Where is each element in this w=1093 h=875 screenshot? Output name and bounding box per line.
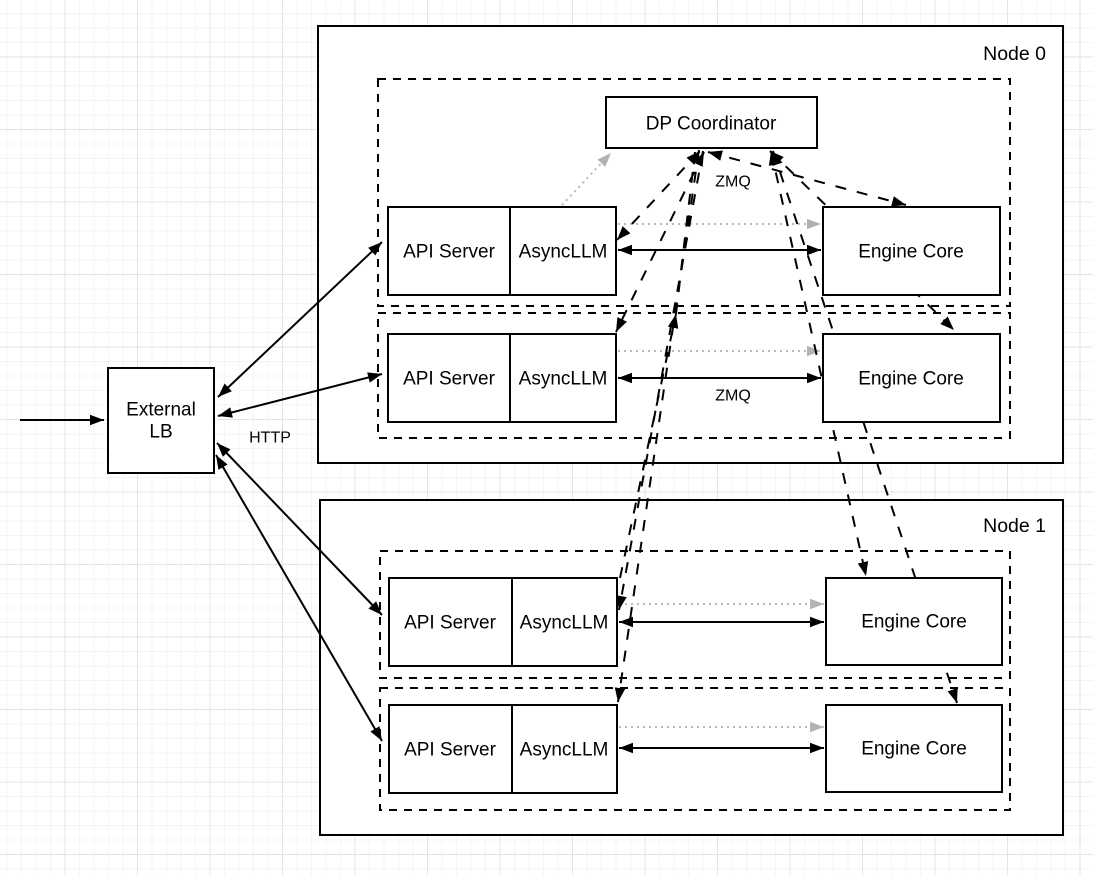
node1-rank0-group xyxy=(379,550,1011,679)
dp-coordinator-label-0: DP Coordinator xyxy=(646,114,777,135)
engine-core-node0-rank0-box xyxy=(822,206,1001,296)
node1-rank1-group xyxy=(379,687,1011,811)
api-async-node1-rank0-label-1: AsyncLLM xyxy=(520,613,609,634)
external-lb-label-1: LB xyxy=(149,422,172,443)
api-async-node0-rank0-label-1: AsyncLLM xyxy=(519,242,608,263)
api-async-node1-rank0-label-0: API Server xyxy=(404,613,497,634)
api-async-node0-rank0-label-0: API Server xyxy=(403,242,496,263)
http-label: HTTP xyxy=(249,430,291,447)
dp-async3-ctrl-edge xyxy=(614,149,700,703)
engine-core-node0-rank0-label-0: Engine Core xyxy=(858,242,964,263)
api-async-node1-rank1-label-1: AsyncLLM xyxy=(520,740,609,761)
zmq-label-bottom: ZMQ xyxy=(715,388,751,405)
api-async-node0-rank1-label-1: AsyncLLM xyxy=(519,369,608,390)
external-lb-label-0: External xyxy=(126,400,196,421)
external-lb-box xyxy=(107,367,215,474)
api-async-node1-rank0-box xyxy=(388,577,618,667)
api-async-node0-rank1-label-0: API Server xyxy=(403,369,496,390)
api-async-node1-rank1-label-0: API Server xyxy=(404,740,497,761)
zmq-label-top: ZMQ xyxy=(715,174,751,191)
engine-core-node1-rank1-box xyxy=(825,704,1003,793)
node-1-label: Node 1 xyxy=(983,515,1046,537)
engine-core-node1-rank0-box xyxy=(825,577,1003,666)
engine-core-node1-rank1-label-0: Engine Core xyxy=(861,739,967,760)
api-async-node0-rank0-box xyxy=(387,206,617,296)
lb-api-node1-rank1-edge xyxy=(215,454,383,742)
node-0-label: Node 0 xyxy=(983,43,1046,65)
lb-api-node0-rank0-edge xyxy=(217,241,383,398)
api-async-node0-rank1-box xyxy=(387,333,617,423)
engine-core-node1-rank0-label-0: Engine Core xyxy=(861,612,967,633)
async2-dp-ctrl-edge xyxy=(619,313,679,579)
engine-core-node0-rank1-label-0: Engine Core xyxy=(858,369,964,390)
api-async-node1-rank1-box xyxy=(388,704,618,794)
dp-coordinator-box xyxy=(605,96,818,149)
lb-api-node0-rank1-edge xyxy=(217,372,383,418)
engine-core-node0-rank1-box xyxy=(822,333,1001,423)
